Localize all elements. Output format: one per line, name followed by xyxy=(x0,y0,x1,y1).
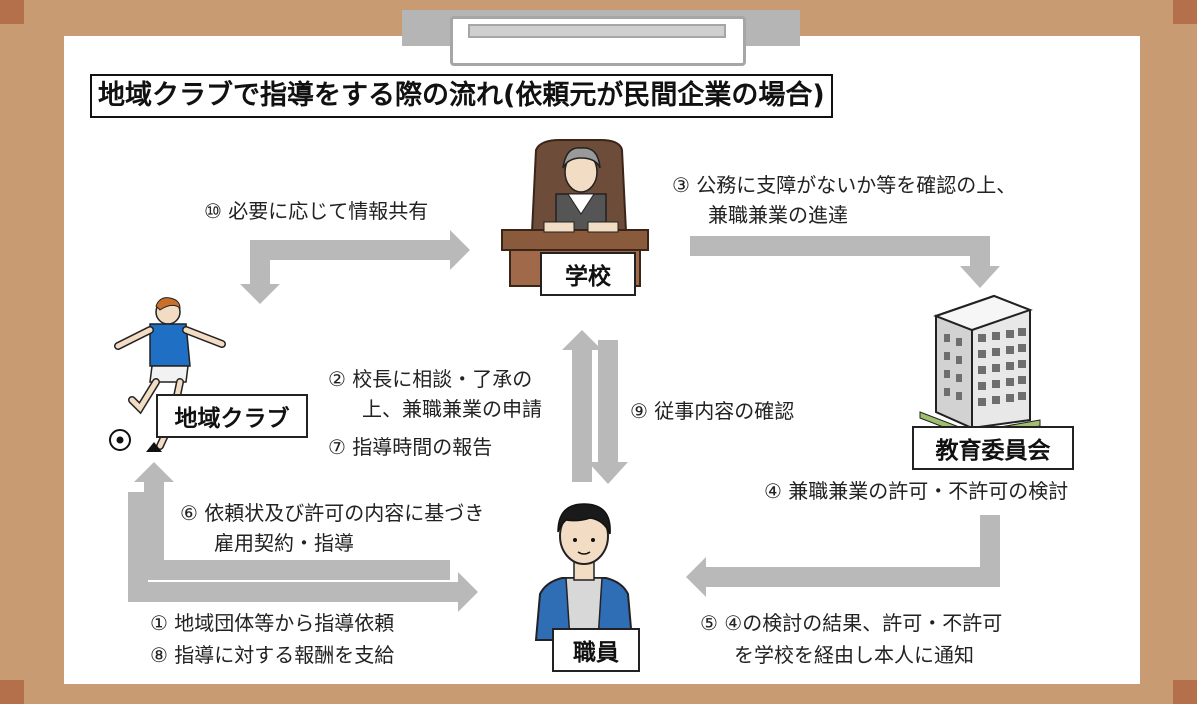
step-1-label: ① 地域団体等から指導依頼 xyxy=(150,611,395,635)
arrow-school-to-staff xyxy=(588,340,628,484)
step-10-label: ⑩ 必要に応じて情報共有 xyxy=(204,199,429,223)
arrow-information-sharing xyxy=(240,230,470,304)
node-staff: 職員 xyxy=(552,628,640,672)
step-3-label-line1: ③ 公務に支障がないか等を確認の上、 xyxy=(672,173,1017,197)
step-5-label-line1: ⑤ ④の検討の結果、許可・不許可 xyxy=(700,611,1003,635)
building-illustration xyxy=(919,294,1041,439)
step-3-label-line2: 兼職兼業の進達 xyxy=(708,203,848,227)
arrow-staff-to-club xyxy=(134,462,450,580)
step-5-label-line2: を学校を経由し本人に通知 xyxy=(734,643,974,667)
node-club: 地域クラブ xyxy=(156,394,308,438)
arrow-staff-to-school xyxy=(562,330,602,482)
step-6-label-line2: 雇用契約・指導 xyxy=(214,531,354,555)
node-school: 学校 xyxy=(540,252,636,296)
arrow-club-to-staff xyxy=(128,492,478,612)
step-8-label: ⑧ 指導に対する報酬を支給 xyxy=(150,643,395,667)
step-2-label-line1: ② 校長に相談・了承の xyxy=(328,367,533,391)
step-2-label-line2: 上、兼職兼業の申請 xyxy=(362,397,542,421)
step-7-label: ⑦ 指導時間の報告 xyxy=(328,435,493,459)
board-corner-top-right xyxy=(1173,0,1197,24)
step-9-label: ⑨ 従事内容の確認 xyxy=(630,399,795,423)
staff-illustration xyxy=(534,503,634,641)
clipboard-clip-bar xyxy=(468,24,726,38)
board-corner-bottom-left xyxy=(0,680,24,704)
step-6-label-line1: ⑥ 依頼状及び許可の内容に基づき xyxy=(180,501,485,525)
board-corner-bottom-right xyxy=(1173,680,1197,704)
step-4-label: ④ 兼職兼業の許可・不許可の検討 xyxy=(764,479,1069,503)
arrow-board-to-staff xyxy=(686,515,1000,597)
arrow-school-to-board xyxy=(690,236,1000,288)
board-corner-top-left xyxy=(0,0,24,24)
node-board-of-education: 教育委員会 xyxy=(912,426,1074,470)
diagram-title: 地域クラブで指導をする際の流れ(依頼元が民間企業の場合) xyxy=(90,74,833,118)
